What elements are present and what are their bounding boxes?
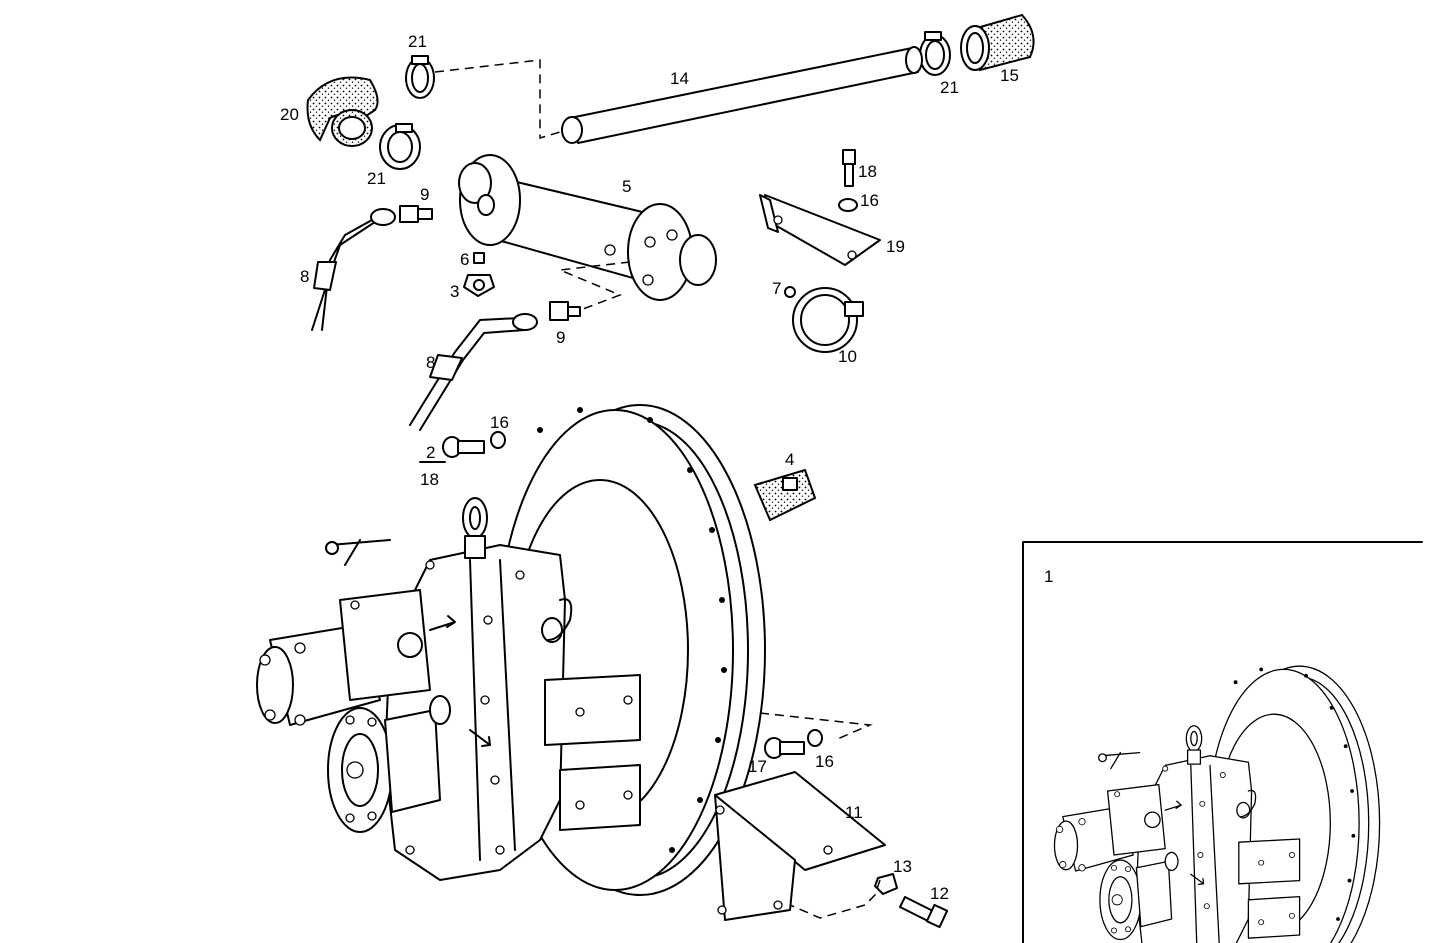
callout-3: 3 (450, 282, 459, 301)
hose-clamp-right (919, 31, 951, 76)
exhaust-elbow (306, 76, 379, 147)
callout-7: 7 (772, 279, 781, 298)
callout-16-upper: 16 (860, 191, 879, 210)
exhaust-pipe (561, 46, 923, 144)
callout-16-right: 16 (815, 752, 834, 771)
gearbox-assembly (256, 404, 766, 896)
rubber-mount (753, 468, 817, 522)
callout-9-lower: 9 (556, 328, 565, 347)
bolt-upper (842, 149, 856, 187)
callout-18-lower: 18 (420, 470, 439, 489)
oil-hose-lower (409, 313, 538, 431)
nut (874, 873, 898, 895)
mounting-bracket (714, 771, 886, 921)
callout-20: 20 (280, 105, 299, 124)
bolt-mid (442, 431, 506, 458)
callout-16-left: 16 (490, 413, 509, 432)
support-bracket (759, 194, 881, 266)
callout-19: 19 (886, 237, 905, 256)
callout-18-upper: 18 (858, 162, 877, 181)
callout-11: 11 (845, 803, 863, 822)
heat-exchanger (458, 154, 717, 301)
callout-5: 5 (622, 177, 631, 196)
callout-15: 15 (1000, 66, 1019, 85)
callout-21-right: 21 (940, 78, 959, 97)
callout-14: 14 (670, 69, 689, 88)
callout-17: 17 (748, 757, 767, 776)
bolt-bracket (899, 896, 949, 929)
oil-hose-upper (311, 208, 396, 331)
callout-8-upper: 8 (300, 267, 309, 286)
bolt-lower (764, 729, 823, 759)
hose-fitting-lower (549, 301, 581, 321)
band-clamp (784, 286, 864, 353)
drain-plug (463, 252, 495, 297)
callout-8-lower: 8 (426, 353, 435, 372)
callout-21-top: 21 (408, 32, 427, 51)
callout-12: 12 (930, 884, 949, 903)
callout-10: 10 (838, 347, 857, 366)
hose-clamp-left (379, 123, 421, 170)
callout-9-upper: 9 (420, 185, 429, 204)
inset-gearbox (1053, 665, 1381, 943)
callout-21-left: 21 (367, 169, 386, 188)
callout-6: 6 (460, 250, 469, 269)
rubber-hose-sleeve (960, 13, 1035, 72)
washer-upper (838, 198, 858, 212)
hose-fitting-upper (399, 205, 433, 223)
callout-labels: 1 2 18 3 4 5 6 7 8 8 9 9 10 11 12 13 14 … (280, 32, 1053, 903)
callout-13: 13 (893, 857, 912, 876)
hose-clamp-top (405, 55, 435, 99)
inset-frame (1022, 541, 1423, 943)
callout-2: 2 (426, 443, 435, 462)
callout-4: 4 (785, 450, 794, 469)
callout-1: 1 (1044, 567, 1053, 586)
